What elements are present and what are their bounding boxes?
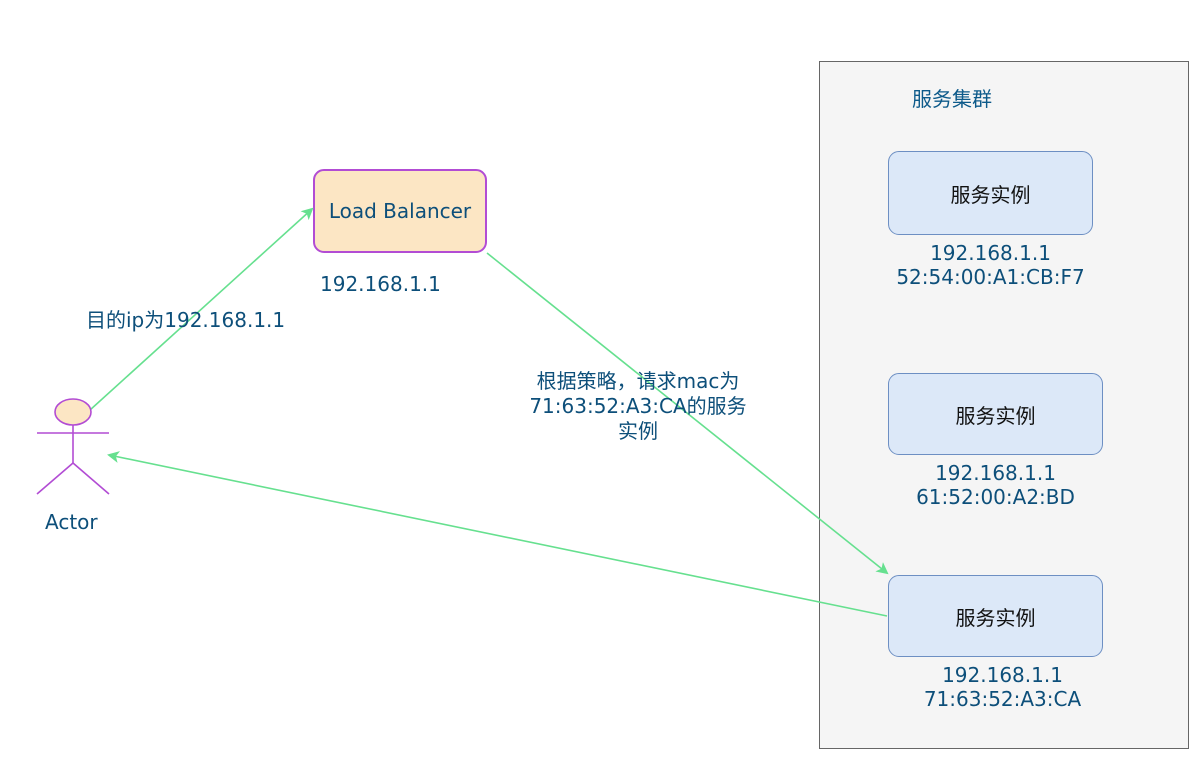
edge-label-line-1: 根据策略，请求mac为 — [536, 369, 740, 393]
service-instance-1-label: 服务实例 — [950, 182, 1031, 207]
service-instance-3-mac: 71:63:52:A3:CA — [923, 687, 1082, 711]
service-instance-2-mac: 61:52:00:A2:BD — [916, 485, 1075, 509]
service-instance-1[interactable]: 服务实例 — [888, 151, 1093, 235]
arrow-service-to-actor — [107, 451, 888, 617]
arrow-actor-to-load-balancer — [89, 207, 314, 411]
service-instance-2-label: 服务实例 — [955, 403, 1036, 428]
service-instance-1-ip: 192.168.1.1 — [930, 241, 1051, 265]
actor-label: Actor — [45, 510, 98, 534]
edge-label-actor-to-lb: 目的ip为192.168.1.1 — [86, 308, 286, 332]
service-instance-3[interactable]: 服务实例 — [888, 575, 1103, 657]
edge-label-line-3: 实例 — [618, 419, 658, 443]
service-instance-2[interactable]: 服务实例 — [888, 373, 1103, 455]
load-balancer-node[interactable]: Load Balancer — [313, 169, 487, 253]
load-balancer-ip: 192.168.1.1 — [320, 272, 441, 296]
actor-icon[interactable] — [36, 398, 110, 495]
service-instance-1-info: 192.168.1.1 52:54:00:A1:CB:F7 — [888, 241, 1093, 289]
service-instance-2-info: 192.168.1.1 61:52:00:A2:BD — [888, 461, 1103, 509]
service-instance-1-mac: 52:54:00:A1:CB:F7 — [896, 265, 1085, 289]
service-instance-3-ip: 192.168.1.1 — [942, 663, 1063, 687]
load-balancer-label: Load Balancer — [328, 199, 472, 223]
edge-label-line-2: 71:63:52:A3:CA的服务 — [529, 394, 747, 418]
service-instance-3-label: 服务实例 — [955, 605, 1036, 630]
arrow-load-balancer-to-service — [486, 252, 889, 575]
edge-label-lb-to-service: 根据策略，请求mac为 71:63:52:A3:CA的服务 实例 — [498, 369, 778, 444]
service-instance-3-info: 192.168.1.1 71:63:52:A3:CA — [895, 663, 1110, 711]
cluster-title: 服务集群 — [912, 87, 992, 111]
service-instance-2-ip: 192.168.1.1 — [935, 461, 1056, 485]
